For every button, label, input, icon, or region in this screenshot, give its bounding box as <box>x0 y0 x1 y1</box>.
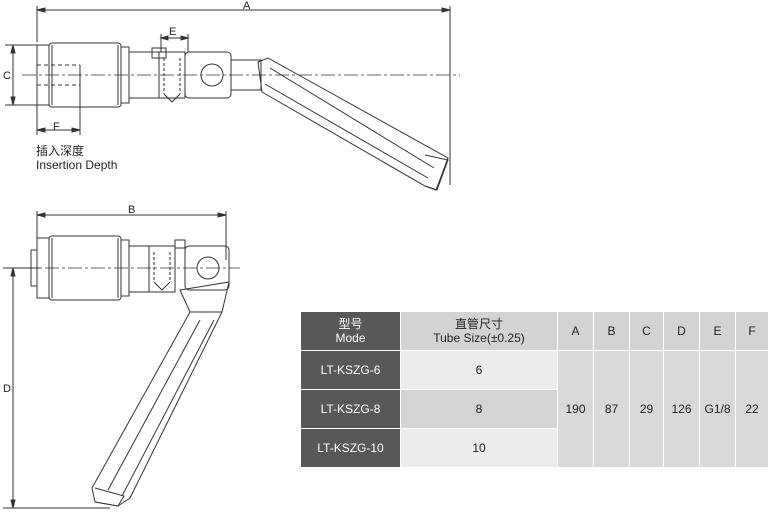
dim-label-f: F <box>53 121 60 133</box>
size-cell: 6 <box>400 350 558 390</box>
table-header-row: 型号 Mode 直管尺寸 Tube Size(±0.25) A B C D E … <box>300 311 769 351</box>
value-c: 29 <box>629 350 664 468</box>
model-cell: LT-KSZG-8 <box>300 389 401 429</box>
size-cell: 10 <box>400 428 558 468</box>
value-e: G1/8 <box>699 350 736 468</box>
dim-label-a: A <box>243 0 251 12</box>
insertion-depth-en: Insertion Depth <box>36 158 118 172</box>
value-b: 87 <box>593 350 630 468</box>
spec-table: 型号 Mode 直管尺寸 Tube Size(±0.25) A B C D E … <box>300 311 769 468</box>
value-a: 190 <box>557 350 594 468</box>
side-view-fitting <box>3 211 240 509</box>
value-f: 22 <box>735 350 769 468</box>
size-cell: 8 <box>400 389 558 429</box>
insertion-depth-zh: 插入深度 <box>36 144 85 158</box>
header-c: C <box>629 311 664 351</box>
table-row: LT-KSZG-6 6 190 87 29 126 G1/8 22 <box>300 350 769 468</box>
header-a: A <box>557 311 594 351</box>
header-tube-size: 直管尺寸 Tube Size(±0.25) <box>400 311 558 351</box>
table-row: LT-KSZG-10 10 <box>300 428 769 468</box>
header-b: B <box>593 311 630 351</box>
value-d: 126 <box>663 350 700 468</box>
header-model: 型号 Mode <box>300 311 401 351</box>
insertion-depth-note: 插入深度 Insertion Depth <box>36 144 117 172</box>
header-size-en: Tube Size(±0.25) <box>433 331 525 345</box>
dim-label-d: D <box>3 383 11 395</box>
header-model-zh: 型号 <box>338 317 363 331</box>
dim-label-b: B <box>128 204 135 216</box>
dim-label-e: E <box>169 26 176 38</box>
header-d: D <box>663 311 700 351</box>
header-size-zh: 直管尺寸 <box>454 317 503 331</box>
header-e: E <box>699 311 736 351</box>
header-f: F <box>735 311 769 351</box>
model-cell: LT-KSZG-10 <box>300 428 401 468</box>
top-view-fitting <box>5 6 460 191</box>
header-model-en: Mode <box>335 331 366 345</box>
dim-label-c: C <box>3 70 11 82</box>
model-cell: LT-KSZG-6 <box>300 350 401 390</box>
